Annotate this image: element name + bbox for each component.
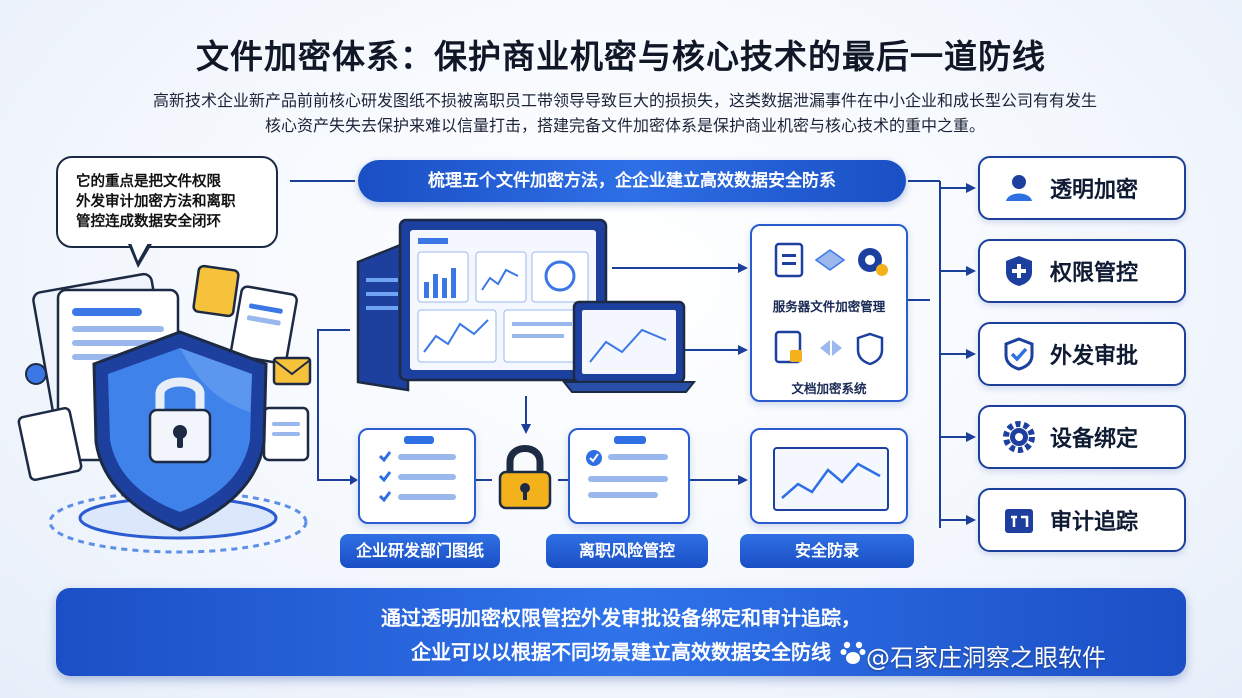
clipboard-icon [774, 242, 804, 278]
bubble-line-2: 外发审计加密方法和离职 [76, 194, 236, 210]
method-item-audit-tracking: 审计追踪 [978, 488, 1186, 552]
location-pin-icon [25, 363, 47, 385]
shield-badge-icon [856, 332, 884, 366]
paw-logo-icon [840, 641, 866, 664]
arrow-head-item-1 [966, 183, 976, 193]
document-left-icon [17, 406, 83, 482]
panel-top-icons [774, 242, 888, 278]
task-list-icon [586, 436, 668, 498]
intro-line-2: 核心资产失失去保护来难以信量打击，搭建完备文件加密体系是保护商业机密与核心技术的… [264, 116, 985, 135]
method-label-3: 外发审批 [1050, 344, 1139, 369]
method-item-outbound-approval: 外发审批 [978, 322, 1186, 386]
arrow-head-panel-mid [738, 345, 748, 355]
security-record-panel [750, 428, 908, 524]
method-summary-pill: 梳理五个文件加密方法，企企业建立高效数据安全防系 [358, 160, 906, 202]
banner-line-1: 通过透明加密权限管控外发审批设备绑定和审计追踪， [381, 606, 861, 630]
server-tower-icon [356, 240, 410, 392]
intro-text: 高新技术企业新产品前前核心研发图纸不损被离职员工带领导导致巨大的损损失，这类数据… [70, 88, 1180, 138]
method-label-2: 权限管控 [1050, 261, 1139, 286]
exchange-arrows-icon [814, 249, 846, 271]
arrow-head-panel-top [738, 263, 748, 273]
arrow-head-item-3 [966, 349, 976, 359]
double-arrow-icon [820, 340, 842, 356]
rd-drawings-panel [358, 428, 476, 524]
arrow-head-item-4 [966, 432, 976, 442]
speech-bubble: 它的重点是把文件权限 外发审计加密方法和离职 管控连成数据安全闭环 [56, 156, 278, 248]
envelope-icon [272, 356, 312, 386]
arrow-head-down [521, 424, 531, 434]
method-label-4: 设备绑定 [1050, 427, 1139, 452]
arrow-head-item-2 [966, 266, 976, 276]
summary-banner: 通过透明加密权限管控外发审批设备绑定和审计追踪， 企业可以以根据不同场景建立高效… [56, 588, 1186, 676]
resignation-risk-label: 离职风险管控 [546, 534, 708, 568]
method-item-permission-control: 权限管控 [978, 239, 1186, 303]
method-label-5: 审计追踪 [1050, 510, 1139, 535]
plus-shield-icon [1006, 256, 1032, 286]
connector-left-loop [317, 329, 350, 481]
bubble-line-1: 它的重点是把文件权限 [76, 174, 221, 190]
method-label-1: 透明加密 [1050, 178, 1139, 203]
bubble-tail-inner [131, 243, 148, 261]
check-shield-icon [1004, 337, 1034, 371]
document-lock-icon [774, 330, 802, 364]
gear-icon [1003, 421, 1035, 453]
banner-line-2: 企业可以以根据不同场景建立高效数据安全防线 [411, 640, 831, 664]
computer-illustration [356, 218, 697, 393]
security-record-label: 安全防录 [740, 534, 914, 568]
shield-illustration [17, 264, 312, 554]
intro-line-1: 高新技术企业新产品前前核心研发图纸不损被离职员工带领导导致巨大的损损失，这类数据… [152, 91, 1097, 110]
audit-icon [1005, 509, 1033, 533]
padlock-icon [148, 377, 212, 464]
arrow-head-item-5 [966, 515, 976, 525]
panel-label-top: 服务器文件加密管理 [772, 299, 886, 314]
method-item-transparent-encryption: 透明加密 [978, 156, 1186, 220]
panel-bottom-icons [774, 330, 884, 366]
gear-icon [858, 248, 888, 276]
encryption-system-panel: 服务器文件加密管理 文档加密系统 [750, 224, 908, 402]
resignation-risk-panel [568, 428, 690, 524]
rd-drawings-label: 企业研发部门图纸 [340, 534, 500, 568]
laptop-icon [561, 300, 697, 393]
method-item-device-binding: 设备绑定 [978, 405, 1186, 469]
arrow-head-chart [738, 475, 748, 485]
arrow-head-left-loop [350, 475, 358, 485]
bubble-line-3: 管控连成数据安全闭环 [76, 214, 221, 230]
line-chart-icon [773, 447, 889, 511]
watermark-text: @石家庄洞察之眼软件 [866, 644, 1106, 672]
user-icon [1006, 175, 1032, 201]
document-right-icon [230, 285, 298, 365]
folder-icon [192, 264, 240, 318]
gold-padlock-icon [498, 445, 552, 510]
checklist-icon [378, 436, 456, 503]
page-title: 文件加密体系：保护商业机密与核心技术的最后一道防线 [196, 37, 1046, 76]
monitor-icon [398, 218, 608, 382]
panel-label-bottom: 文档加密系统 [791, 381, 867, 396]
